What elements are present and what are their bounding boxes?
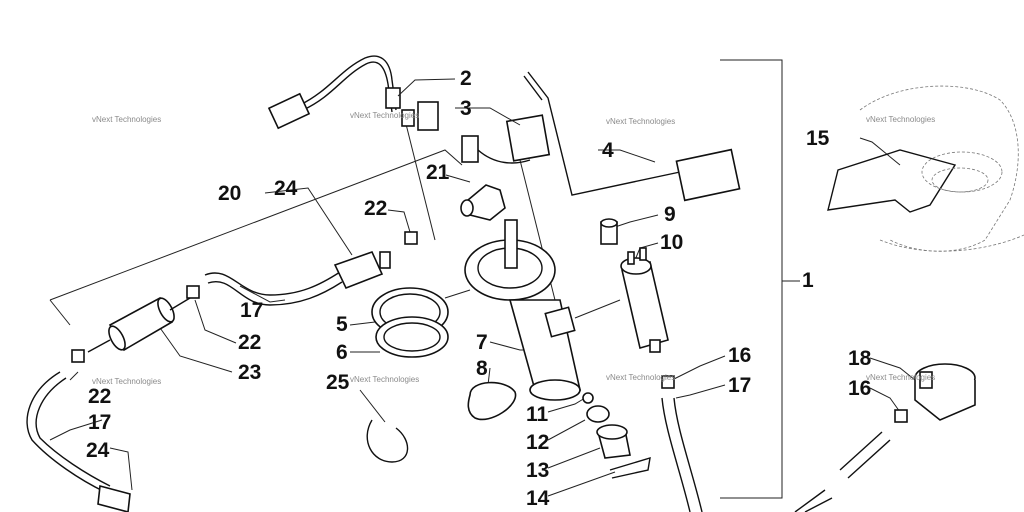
callout-24-upper: 24 (274, 177, 298, 200)
callout-4: 4 (602, 139, 614, 162)
strap-clamp (467, 381, 517, 421)
callout-21: 21 (426, 161, 450, 184)
callout-16-center: 16 (728, 344, 752, 367)
callout-20: 20 (218, 182, 242, 205)
sender-module (675, 148, 741, 202)
callout-10: 10 (660, 231, 684, 254)
callout-16-right: 16 (848, 377, 872, 400)
callout-18: 18 (848, 347, 872, 370)
callout-1: 1 (802, 269, 814, 292)
callout-17-lower: 17 (88, 411, 112, 434)
assembly-bracket (720, 59, 783, 499)
fuel-pump (621, 260, 669, 350)
pump-outlet-hose (661, 397, 691, 512)
callout-25: 25 (326, 371, 350, 394)
callout-12: 12 (526, 431, 550, 454)
watermark: vNext Technologies (350, 111, 420, 120)
lower-fuel-hose (26, 371, 106, 493)
callout-14: 14 (526, 487, 550, 510)
watermark: vNext Technologies (92, 115, 162, 124)
callout-3: 3 (460, 97, 472, 120)
watermark: vNext Technologies (866, 373, 936, 382)
callout-6: 6 (336, 341, 348, 364)
hose-clamp (404, 231, 418, 245)
watermark: vNext Technologies (866, 115, 936, 124)
fuel-hose (204, 271, 341, 296)
retaining-clip (366, 419, 409, 463)
harness-connector (267, 92, 311, 130)
o-ring (582, 392, 594, 404)
watermark: vNext Technologies (92, 377, 162, 386)
electrical-connector (505, 114, 551, 162)
group-boundary-line (49, 149, 463, 301)
callout-5: 5 (336, 313, 348, 336)
callout-8: 8 (476, 357, 488, 380)
hose-fitting (333, 251, 384, 290)
vent-tube (827, 149, 957, 213)
callout-22-middle: 22 (238, 331, 262, 354)
callout-13: 13 (526, 459, 550, 482)
elbow-fitting (467, 184, 506, 221)
watermark: vNext Technologies (606, 117, 676, 126)
right-fuel-line (839, 431, 883, 471)
callout-22-lower: 22 (88, 385, 112, 408)
sender-wire (527, 71, 681, 196)
callout-22-upper: 22 (364, 197, 388, 220)
callout-15: 15 (806, 127, 830, 150)
fuel-tank-outline (859, 85, 1019, 252)
callout-24-lower: 24 (86, 439, 110, 462)
callout-17-upper: 17 (240, 299, 264, 322)
watermark: vNext Technologies (606, 373, 676, 382)
callout-7: 7 (476, 331, 488, 354)
callout-23: 23 (238, 361, 262, 384)
callout-17-center: 17 (728, 374, 752, 397)
wire-harness (299, 55, 397, 111)
spring-clip (609, 457, 651, 479)
callout-11: 11 (526, 403, 549, 426)
callout-2: 2 (460, 67, 472, 90)
watermark: vNext Technologies (350, 375, 420, 384)
callout-9: 9 (664, 203, 676, 226)
